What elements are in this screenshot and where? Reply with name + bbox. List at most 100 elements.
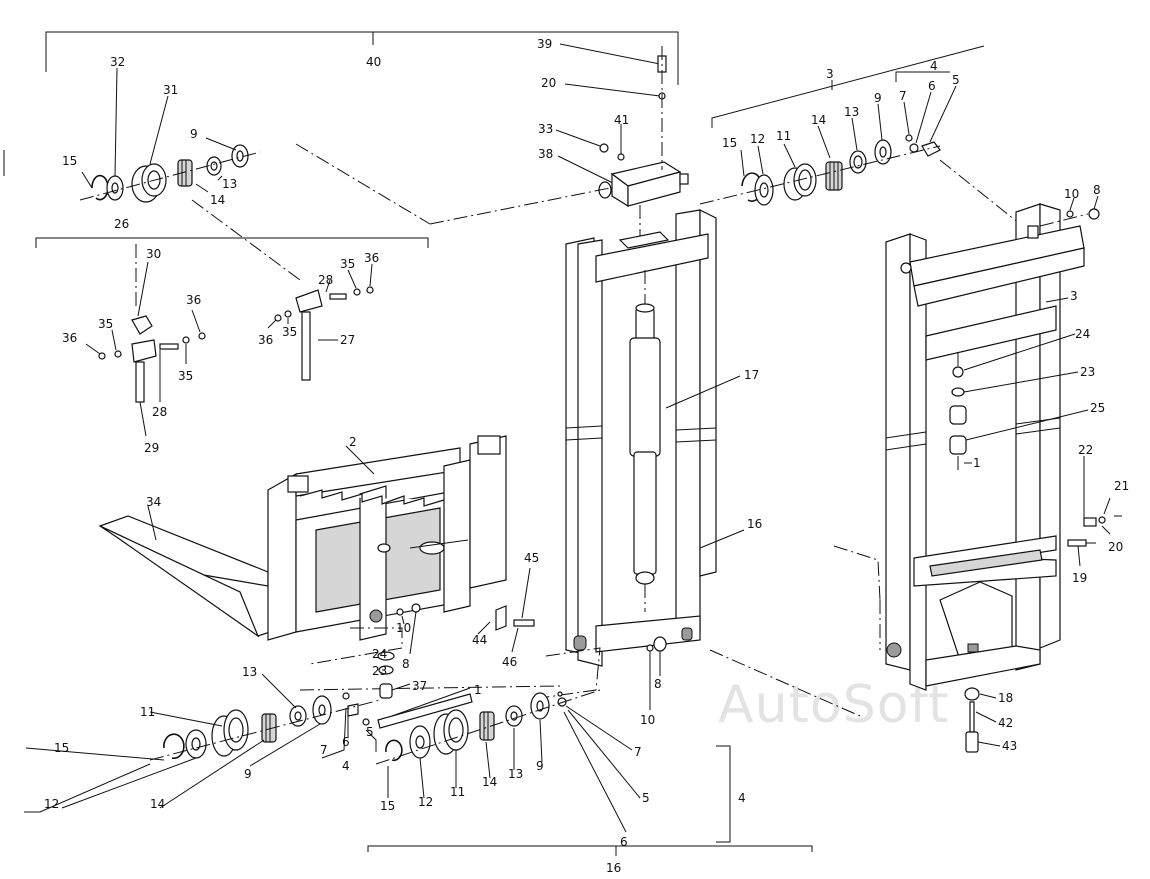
callout-3-right: 3 — [1070, 289, 1078, 303]
callout-7-right: 7 — [899, 89, 907, 103]
callout-36-c: 36 — [364, 251, 379, 265]
callout-32: 32 — [110, 55, 125, 69]
callout-36-b: 36 — [62, 331, 77, 345]
callout-5-bottom: 5 — [366, 725, 374, 739]
callout-36-a: 36 — [186, 293, 201, 307]
callout-10-center: 10 — [640, 713, 655, 727]
callout-45: 45 — [524, 551, 539, 565]
callout-21: 21 — [1114, 479, 1129, 493]
callout-7-bottom-right: 7 — [634, 745, 642, 759]
callout-13-right: 13 — [844, 105, 859, 119]
callout-20-top: 20 — [541, 76, 556, 90]
callout-5-bottom-right: 5 — [642, 791, 650, 805]
callout-44: 44 — [472, 633, 487, 647]
callout-24-right: 24 — [1075, 327, 1090, 341]
callout-38: 38 — [538, 147, 553, 161]
callout-11-right: 11 — [776, 129, 791, 143]
callout-23-right: 23 — [1080, 365, 1095, 379]
callout-8-center: 8 — [654, 677, 662, 691]
chain-anchors — [85, 199, 374, 437]
callout-11-bottom: 11 — [450, 785, 465, 799]
callout-29: 29 — [144, 441, 159, 455]
callout-28-a: 28 — [152, 405, 167, 419]
fork-carriage — [98, 435, 507, 655]
callout-10-carriage: 10 — [396, 621, 411, 635]
callout-15-bottom: 15 — [380, 799, 395, 813]
outer-mast-right — [885, 195, 1122, 753]
callout-28-b: 28 — [318, 273, 333, 287]
callout-34: 34 — [146, 495, 161, 509]
callout-15-topleft: 15 — [62, 154, 77, 168]
callout-15-bottom-left: 15 — [54, 741, 69, 755]
callout-4-bottom-right: 4 — [738, 791, 746, 805]
callout-15-right: 15 — [722, 136, 737, 150]
bracket-44-45-46 — [477, 567, 535, 653]
callout-12-bottom: 12 — [418, 795, 433, 809]
callout-35-b: 35 — [178, 369, 193, 383]
callout-19: 19 — [1072, 571, 1087, 585]
leader-dashdot-1 — [709, 649, 861, 717]
callout-3-top: 3 — [826, 67, 834, 81]
callout-6-right: 6 — [928, 79, 936, 93]
callout-24-bottom: 24 — [372, 647, 387, 661]
callout-20-right: 20 — [1108, 540, 1123, 554]
callout-13-bottom-center: 13 — [508, 767, 523, 781]
callout-2: 2 — [349, 435, 357, 449]
roller-set-top-right — [699, 45, 1031, 233]
callout-25: 25 — [1090, 401, 1105, 415]
callout-41: 41 — [614, 113, 629, 127]
callout-11-bottom-left: 11 — [140, 705, 155, 719]
callout-39: 39 — [537, 37, 552, 51]
callout-14-topleft: 14 — [210, 193, 225, 207]
callout-14-bottom-left: 14 — [150, 797, 165, 811]
callout-7-bottom: 7 — [320, 743, 328, 757]
callout-27: 27 — [340, 333, 355, 347]
callout-12-right: 12 — [750, 132, 765, 146]
roller-assy-bottom — [24, 627, 813, 856]
callout-9-right: 9 — [874, 91, 882, 105]
callout-9-bottom: 9 — [536, 759, 544, 773]
callout-43: 43 — [1002, 739, 1017, 753]
callout-36-d: 36 — [258, 333, 273, 347]
callout-40: 40 — [366, 55, 381, 69]
callout-1-bottom: 1 — [474, 683, 482, 697]
callout-18: 18 — [998, 691, 1013, 705]
callout-6-bottom: 6 — [342, 735, 350, 749]
callout-9-topleft: 9 — [190, 127, 198, 141]
callout-35-c: 35 — [340, 257, 355, 271]
callout-8-right: 8 — [1093, 183, 1101, 197]
top-center-parts — [555, 43, 689, 240]
roller-assy-top-left — [79, 67, 611, 225]
callout-35-a: 35 — [98, 317, 113, 331]
callout-31: 31 — [163, 83, 178, 97]
callout-26: 26 — [114, 217, 129, 231]
bracket-26 — [35, 237, 429, 248]
callout-9-bottom-left: 9 — [244, 767, 252, 781]
callout-17: 17 — [744, 368, 759, 382]
watermark: AutoSoft — [718, 675, 949, 735]
callout-13-topleft: 13 — [222, 177, 237, 191]
callout-4-bottom: 4 — [342, 759, 350, 773]
callout-16-bottom: 16 — [606, 861, 621, 875]
bracket-40 — [45, 31, 679, 85]
callout-22: 22 — [1078, 443, 1093, 457]
callout-33: 33 — [538, 122, 553, 136]
callout-16-center: 16 — [747, 517, 762, 531]
callout-23-bottom: 23 — [372, 664, 387, 678]
callout-46: 46 — [502, 655, 517, 669]
callout-6-bottom-right: 6 — [620, 835, 628, 849]
callout-42: 42 — [998, 716, 1013, 730]
callout-12-bottom-left: 12 — [44, 797, 59, 811]
center-bottom-bolts — [646, 636, 667, 710]
leader-dashdot-2 — [833, 545, 881, 601]
callout-14-right: 14 — [811, 113, 826, 127]
callout-14-bottom: 14 — [482, 775, 497, 789]
callout-13-bottom: 13 — [242, 665, 257, 679]
callout-10-right: 10 — [1064, 187, 1079, 201]
callout-37: 37 — [412, 679, 427, 693]
callout-4-top: 4 — [930, 59, 938, 73]
callout-5-right: 5 — [952, 73, 960, 87]
callout-30: 30 — [146, 247, 161, 261]
